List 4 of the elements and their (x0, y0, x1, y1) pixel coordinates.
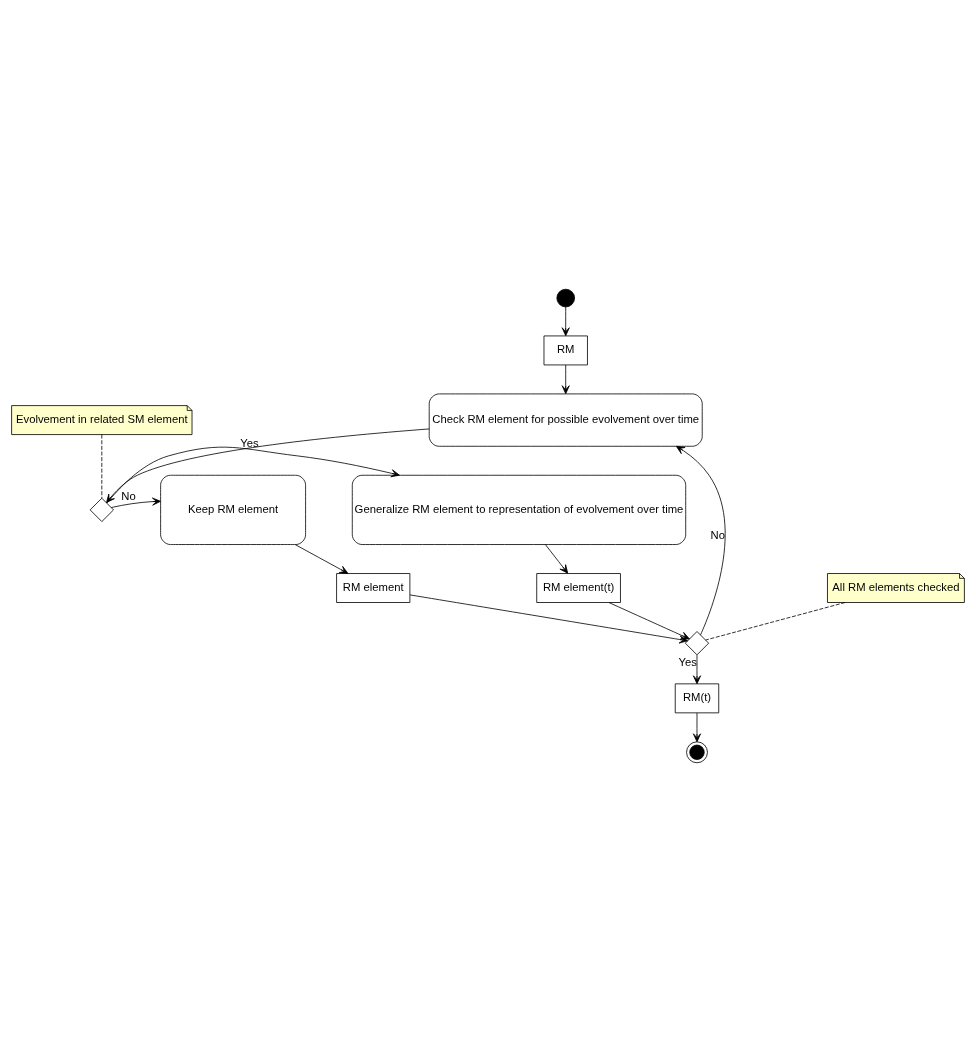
edge-label: No (710, 529, 725, 542)
edge-label: Yes (240, 437, 259, 450)
edge-label: Yes (678, 656, 697, 669)
edge-label: No (121, 490, 136, 503)
